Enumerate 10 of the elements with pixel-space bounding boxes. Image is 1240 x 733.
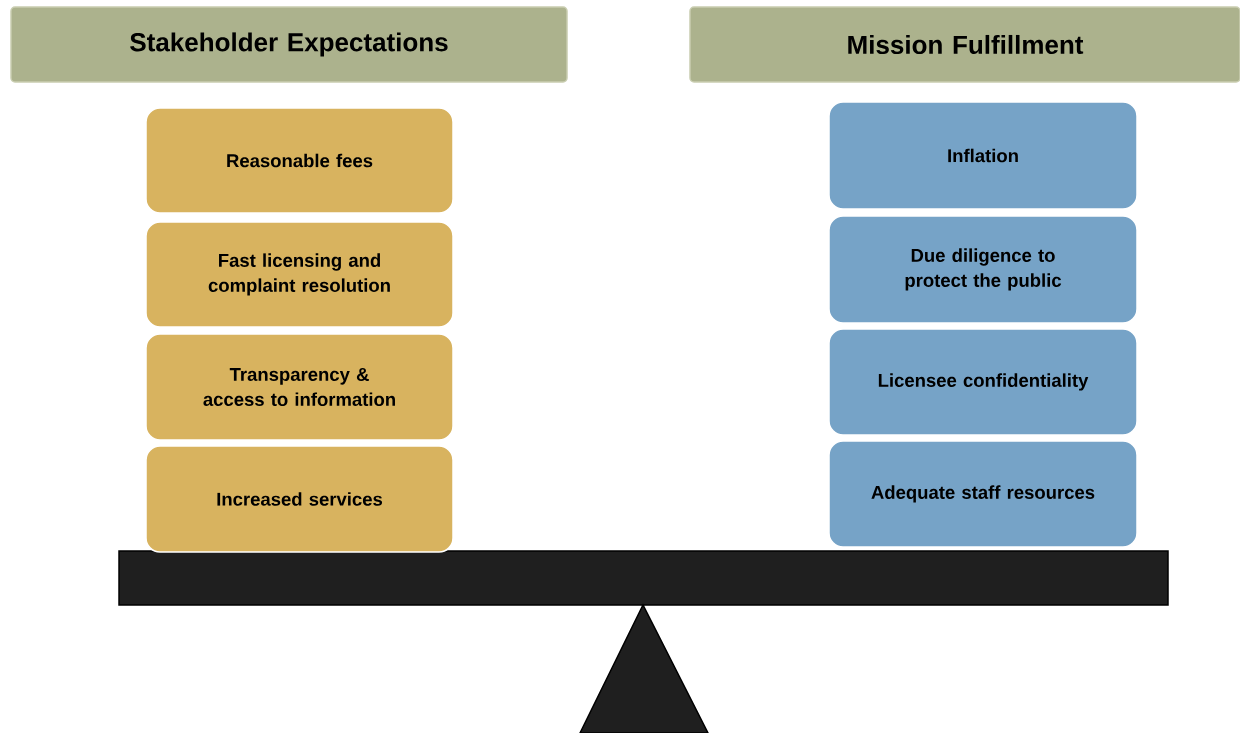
weight-box: Reasonable fees [145,107,454,214]
weight-box: Adequate staff resources [828,440,1138,548]
weight-box: Transparency & access to information [145,333,454,441]
column-header: Mission Fulfillment [689,6,1240,83]
weight-box: Due diligence to protect the public [828,215,1138,324]
weight-box: Increased services [145,445,454,553]
weight-box: Fast licensing and complaint resolution [145,221,454,328]
column-header: Stakeholder Expectations [10,6,568,83]
weight-box: Licensee confidentiality [828,328,1138,436]
weight-box: Inflation [828,101,1138,210]
